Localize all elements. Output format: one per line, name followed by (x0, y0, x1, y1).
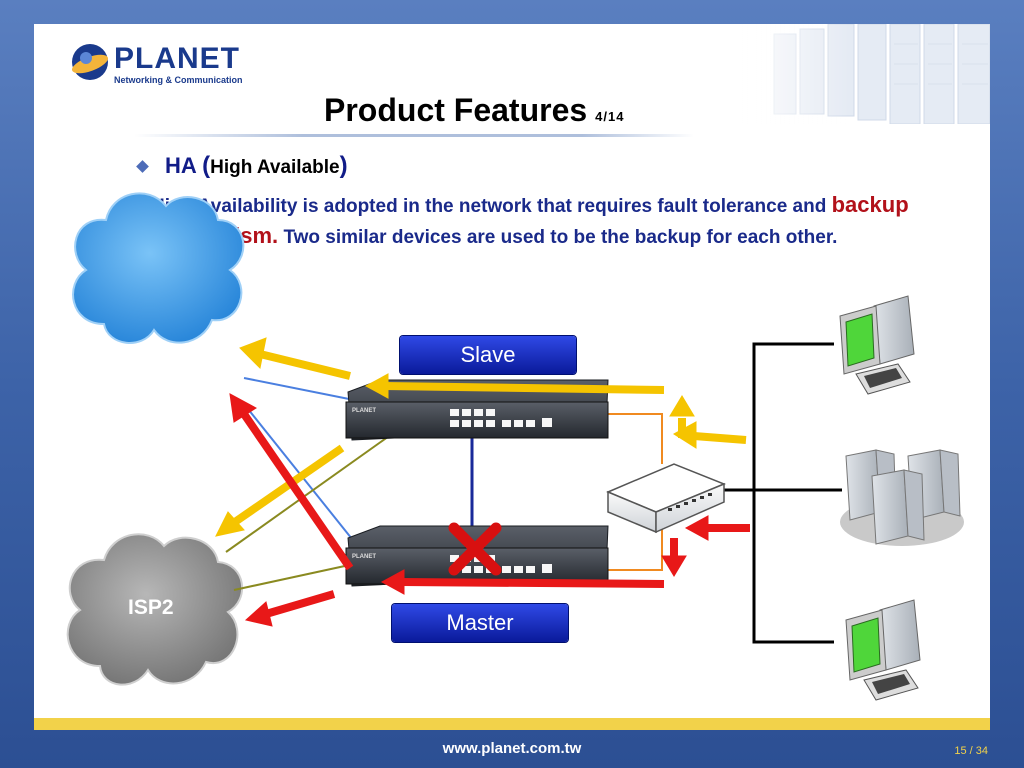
access-switch (606, 463, 726, 534)
planet-globe-icon (71, 44, 109, 80)
isp1-cloud (72, 192, 245, 344)
slide: PLANET Networking & Communication Produc… (34, 24, 990, 730)
bullet-close-paren: ) (339, 152, 348, 179)
ha-network-diagram: PLANET PLANET (66, 192, 964, 701)
planet-logo: PLANET Networking & Communication (70, 42, 243, 87)
slave-label-box: Slave (400, 336, 576, 374)
description-paragraph: High Availability is adopted in the netw… (151, 190, 931, 252)
title-underline (134, 134, 694, 137)
page-title-counter: 4/14 (595, 109, 625, 124)
bullet-ha: HA (High Available) (136, 152, 348, 180)
bullet-inner: High Available (210, 157, 340, 178)
footer-accent-bar (34, 718, 990, 730)
description-part2: Two similar devices are used to be the b… (278, 227, 838, 248)
page-title-text: Product Features (324, 92, 588, 128)
isp2-label: ISP2 (128, 596, 174, 619)
active-path-arrows (229, 393, 750, 627)
server-room-decoration (734, 24, 990, 124)
bullet-open-paren: ( (202, 152, 211, 179)
failure-x-icon (448, 522, 502, 576)
isp1-label: ISP1 (128, 352, 174, 375)
slave-device-brand: PLANET (352, 408, 376, 414)
bullet-heading: HA (High Available) (165, 152, 348, 179)
slave-device: PLANET (345, 379, 609, 441)
backup-path-arrows (215, 337, 747, 537)
description-part1: High Availability is adopted in the netw… (151, 196, 832, 217)
isp2-cloud (66, 533, 244, 686)
slide-page-number: 15 / 34 (954, 745, 988, 757)
client-pc-top (839, 295, 915, 395)
logo-wordmark: PLANET (114, 42, 240, 75)
master-label-box: Master (392, 604, 568, 642)
page-title: Product Features 4/14 (324, 92, 624, 129)
server-group (840, 449, 964, 546)
bullet-label: HA (165, 153, 196, 178)
client-pc-bottom (845, 599, 921, 701)
footer-url: www.planet.com.tw (442, 740, 582, 757)
logo-tagline: Networking & Communication (114, 75, 243, 85)
master-device-brand: PLANET (352, 554, 376, 560)
